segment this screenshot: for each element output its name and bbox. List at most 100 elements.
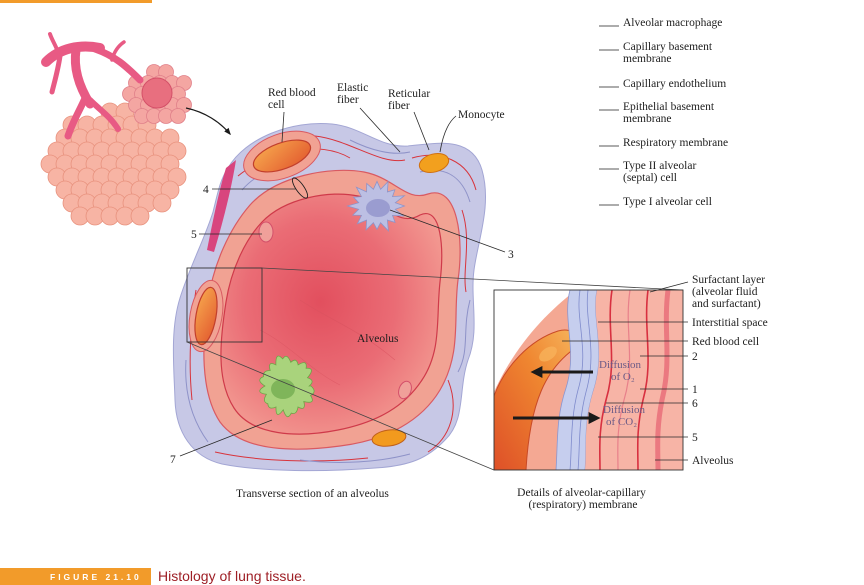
- callout-number-1: 1: [692, 384, 698, 396]
- highlighted-alveolus: [141, 77, 173, 109]
- legend-term: Alveolar macrophage: [623, 17, 722, 29]
- epithelial-stripe: [617, 290, 631, 470]
- transverse-section-caption: Transverse section of an alveolus: [236, 488, 389, 500]
- red-blood-cell: [252, 139, 312, 173]
- elastic-fiber-strand: [411, 154, 477, 191]
- fiber-network: [185, 135, 477, 463]
- bronchiole-wall-strip: [207, 160, 236, 252]
- zoom-arrow: [185, 107, 231, 136]
- monocyte-cell: [418, 152, 450, 174]
- label-line: (alveolar fluid: [692, 286, 758, 298]
- reticular-fiber-strand: [299, 453, 411, 463]
- label-interstitial-space: Interstitial space: [692, 317, 768, 329]
- leader-line: [359, 107, 401, 153]
- callout-number-2: 2: [692, 351, 698, 363]
- reticular-fiber-strand: [457, 299, 471, 373]
- alveolar-wall-crease: [259, 329, 341, 386]
- leader-line: [649, 281, 689, 293]
- callout-number-3: 3: [508, 249, 514, 261]
- figure-number: FIGURE 21.10: [50, 572, 142, 582]
- lung-overview: [40, 32, 231, 226]
- legend-term-list: Alveolar macrophage Capillary basement m…: [599, 17, 728, 208]
- reticular-fiber-strand: [185, 359, 209, 443]
- legend-term: Epithelial basement membrane: [623, 101, 717, 125]
- top-accent-bar: [0, 0, 152, 3]
- alveolar-sac: [170, 108, 186, 124]
- label-alveolus: Alveolus: [692, 455, 734, 467]
- callout-number-4: 4: [203, 184, 209, 196]
- label-line: fiber: [337, 94, 359, 106]
- macrophage-nucleus: [366, 199, 390, 217]
- inset-artwork: [494, 290, 683, 470]
- respiratory-membrane-marker: [291, 177, 309, 199]
- bronchiole-branch: [87, 97, 121, 132]
- label-line: of CO₂: [606, 416, 637, 428]
- leader-line: [413, 111, 430, 151]
- leader-line: [281, 111, 285, 143]
- red-blood-cell-small: [258, 221, 274, 243]
- basement-membrane-wave: [577, 290, 592, 470]
- leader-line: [389, 209, 506, 253]
- callout-number-7: 7: [170, 454, 176, 466]
- label-line: cell: [268, 99, 285, 111]
- alveolus-transverse-section: Red blood cell Elastic fiber Reticular f…: [170, 82, 684, 500]
- epithelial-stripe: [598, 290, 613, 470]
- bronchiole-twig: [110, 40, 126, 62]
- alveolar-sac: [152, 193, 172, 213]
- red-blood-cell-small: [398, 380, 412, 400]
- legend-term-line: membrane: [623, 113, 672, 125]
- surfactant-stripe: [655, 290, 671, 470]
- elastic-fiber-strand: [461, 209, 468, 293]
- label-line: Red blood: [268, 87, 316, 99]
- label-line: Surfactant layer: [692, 274, 765, 286]
- legend-term-line: Epithelial basement: [623, 101, 715, 113]
- membrane-detail-inset: Diffusion of O₂ Diffusion of CO₂ Surfact…: [493, 274, 768, 511]
- label-line: Diffusion: [603, 404, 645, 416]
- o2-diffusion-label: Diffusion of O₂: [599, 359, 644, 383]
- legend-term: Type I alveolar cell: [623, 196, 712, 208]
- label-surfactant-layer: Surfactant layer (alveolar fluid and sur…: [692, 274, 768, 310]
- legend-term: Type II alveolar (septal) cell: [623, 160, 699, 184]
- bronchiole-branch: [64, 92, 90, 140]
- label-line: Elastic: [337, 82, 368, 94]
- elastic-fiber-strand: [314, 135, 406, 162]
- bronchiole-twig: [48, 32, 60, 54]
- figure-number-box: [0, 568, 151, 585]
- legend-term: Capillary basement membrane: [623, 41, 715, 65]
- bronchiole-tree: [41, 32, 144, 140]
- interstitial-space-band: [555, 290, 600, 470]
- legend-term-line: Capillary basement: [623, 41, 713, 53]
- label-red-blood-cell: Red blood cell: [268, 87, 318, 111]
- label-elastic-fiber: Elastic fiber: [337, 82, 371, 106]
- callout-number-6: 6: [692, 398, 698, 410]
- leader-line: [439, 115, 457, 153]
- red-blood-cell: [194, 286, 218, 346]
- rbc-highlight: [539, 346, 557, 362]
- bronchiole-branch: [91, 45, 144, 84]
- alveolar-wall-crease: [299, 299, 396, 361]
- label-alveolus: Alveolus: [357, 333, 399, 345]
- caption-line: (respiratory) membrane: [529, 499, 638, 511]
- zoom-connector-line: [261, 267, 684, 291]
- legend-term-line: membrane: [623, 53, 672, 65]
- figure-caption: FIGURE 21.10 Histology of lung tissue.: [0, 568, 306, 585]
- red-blood-cell: [371, 429, 407, 447]
- label-line: of O₂: [611, 371, 635, 383]
- septal-cell-nucleus: [271, 379, 295, 399]
- epithelial-stripe: [636, 290, 649, 470]
- caption-line: Details of alveolar-capillary: [517, 487, 646, 499]
- label-line: Diffusion: [599, 359, 641, 371]
- label-line: Reticular: [388, 88, 430, 100]
- co2-diffusion-label: Diffusion of CO₂: [603, 404, 648, 428]
- label-reticular-fiber: Reticular fiber: [388, 88, 433, 112]
- figure-title: Histology of lung tissue.: [158, 568, 306, 584]
- leader-line: [179, 419, 273, 457]
- reticular-fiber-strand: [349, 139, 411, 154]
- legend-term-line: (septal) cell: [623, 172, 677, 184]
- label-line: fiber: [388, 100, 410, 112]
- basement-membrane-wave: [569, 290, 584, 470]
- label-monocyte: Monocyte: [458, 109, 505, 121]
- alveolar-sac: [130, 206, 150, 226]
- inset-frame: [493, 289, 684, 471]
